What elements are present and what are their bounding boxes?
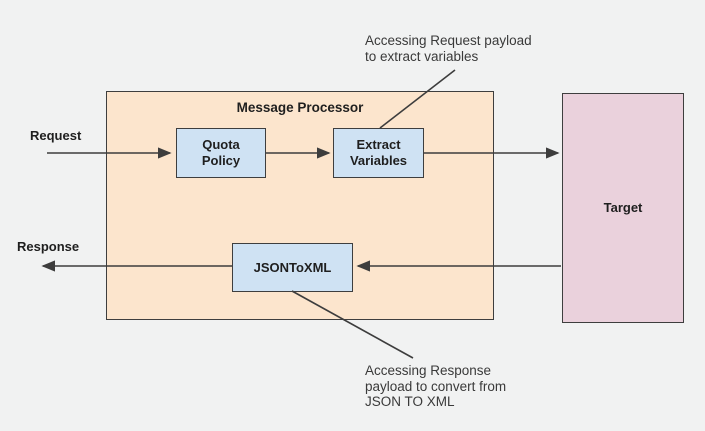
quota-policy-node: Quota Policy [176, 128, 266, 178]
response-payload-annotation: Accessing Response payload to convert fr… [365, 363, 507, 409]
extract-variables-label: Extract Variables [349, 137, 408, 168]
quota-policy-label: Quota Policy [201, 137, 241, 168]
target-label: Target [603, 200, 643, 215]
extract-variables-node: Extract Variables [333, 128, 424, 178]
message-processor-title: Message Processor [236, 100, 364, 115]
request-payload-annotation: Accessing Request payload to extract var… [365, 33, 532, 64]
request-label: Request [30, 128, 82, 143]
jsontoxml-node: JSONToXML [232, 243, 353, 292]
jsontoxml-label: JSONToXML [253, 259, 332, 275]
response-label: Response [17, 239, 80, 254]
target-node: Target [562, 93, 684, 323]
